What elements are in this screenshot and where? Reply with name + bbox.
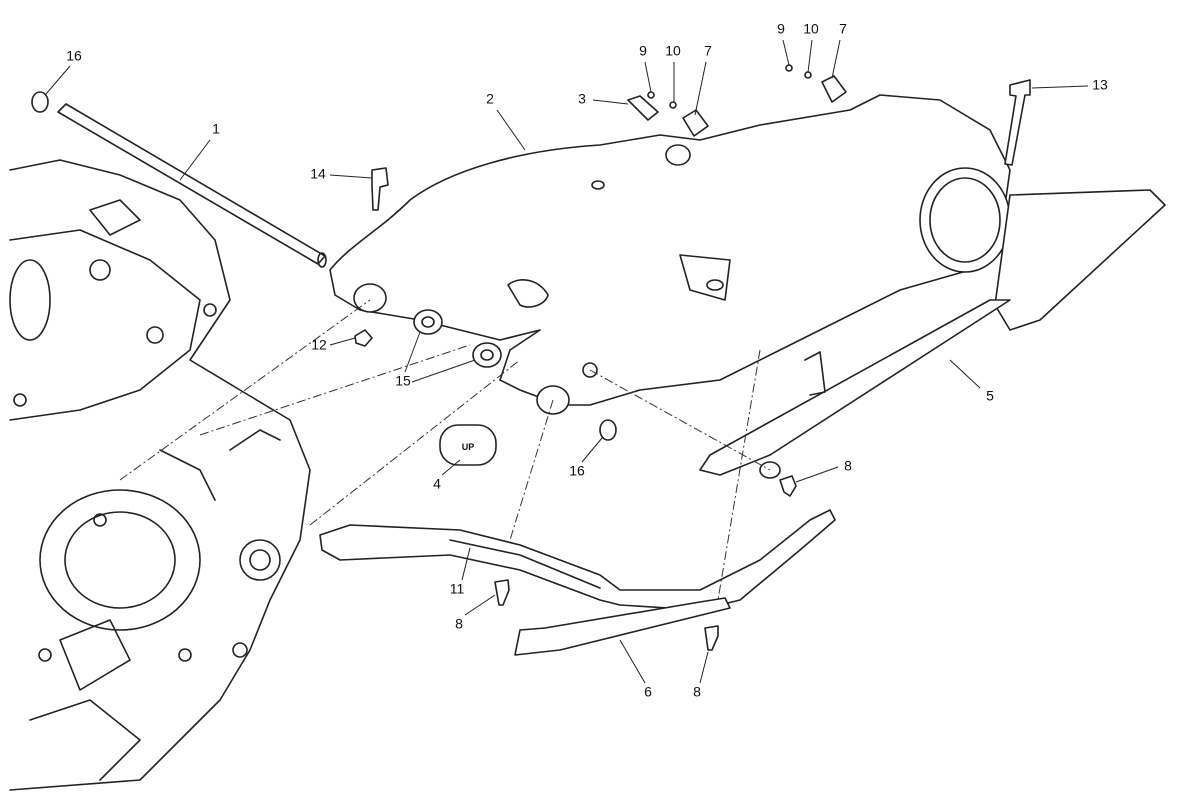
- up-plate: UP: [439, 424, 497, 466]
- alignment-lines: [119, 299, 771, 601]
- pivot-shaft: [57, 103, 327, 268]
- callout-2: 2: [486, 91, 494, 107]
- chain-guard: [699, 189, 1166, 479]
- callout-15: 15: [395, 373, 411, 389]
- callout-6: 6: [644, 684, 652, 700]
- callout-12: 12: [311, 337, 327, 353]
- leader-lines: [45, 39, 1089, 684]
- callout-14: 14: [310, 166, 326, 182]
- hardware: [354, 64, 1031, 651]
- engine-block: [9, 159, 311, 791]
- callout-16: 16: [66, 48, 82, 64]
- callout-labels: 16 1 2 3 9 10 7 9 10 7 13 14 12 15 16 4 …: [66, 21, 1108, 700]
- callout-7: 7: [704, 43, 712, 59]
- callout-7: 7: [839, 21, 847, 37]
- chain-slider: [319, 509, 836, 611]
- callout-4: 4: [433, 476, 441, 492]
- svg-text:UP: UP: [462, 442, 475, 452]
- lower-chain-guide: [514, 597, 731, 656]
- callout-3: 3: [578, 91, 586, 107]
- callout-1: 1: [212, 121, 220, 137]
- callout-9: 9: [639, 43, 647, 59]
- callout-8: 8: [844, 458, 852, 474]
- callout-10: 10: [665, 43, 681, 59]
- callout-11: 11: [450, 581, 465, 597]
- callout-10: 10: [803, 21, 819, 37]
- callout-8: 8: [455, 616, 463, 632]
- callout-16: 16: [569, 463, 585, 479]
- callout-8: 8: [693, 684, 701, 700]
- callout-13: 13: [1092, 77, 1108, 93]
- circlip-16-top: [31, 91, 49, 113]
- callout-5: 5: [986, 388, 994, 404]
- callout-9: 9: [777, 21, 785, 37]
